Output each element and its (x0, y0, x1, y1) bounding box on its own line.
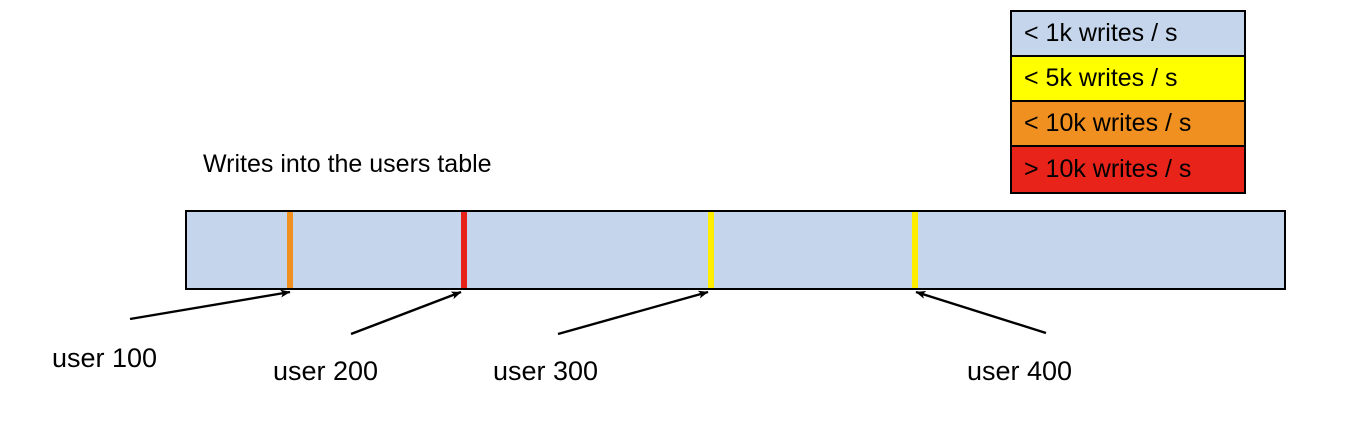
callout-arrow-user-300 (557, 290, 709, 336)
callout-label-user-300: user 300 (493, 356, 599, 386)
hot-key-stripe-user-100 (287, 212, 293, 288)
callout-arrow-user-200 (350, 290, 462, 336)
legend-item-label: < 10k writes / s (1024, 109, 1192, 137)
callout-label-user-200: user 200 (273, 356, 379, 386)
legend-item-label: < 1k writes / s (1024, 19, 1178, 47)
hot-key-stripe-user-400 (912, 212, 918, 288)
legend-item-lt-5k[interactable]: < 5k writes / s (1012, 57, 1244, 102)
callout-label-user-100: user 100 (52, 343, 158, 373)
hot-key-stripe-user-300 (708, 212, 714, 288)
legend: < 1k writes / s < 5k writes / s < 10k wr… (1010, 10, 1246, 194)
users-table-keyrange-bar (185, 210, 1286, 290)
legend-item-lt-10k[interactable]: < 10k writes / s (1012, 102, 1244, 147)
hot-key-stripe-user-200 (461, 212, 467, 288)
legend-item-label: > 10k writes / s (1024, 155, 1192, 183)
legend-item-gt-10k[interactable]: > 10k writes / s (1012, 147, 1244, 192)
legend-item-label: < 5k writes / s (1024, 64, 1178, 92)
callout-label-user-400: user 400 (967, 356, 1073, 386)
legend-item-lt-1k[interactable]: < 1k writes / s (1012, 12, 1244, 57)
chart-title: Writes into the users table (203, 150, 492, 178)
callout-arrow-user-100 (129, 289, 291, 321)
callout-arrow-user-400 (915, 290, 1047, 335)
